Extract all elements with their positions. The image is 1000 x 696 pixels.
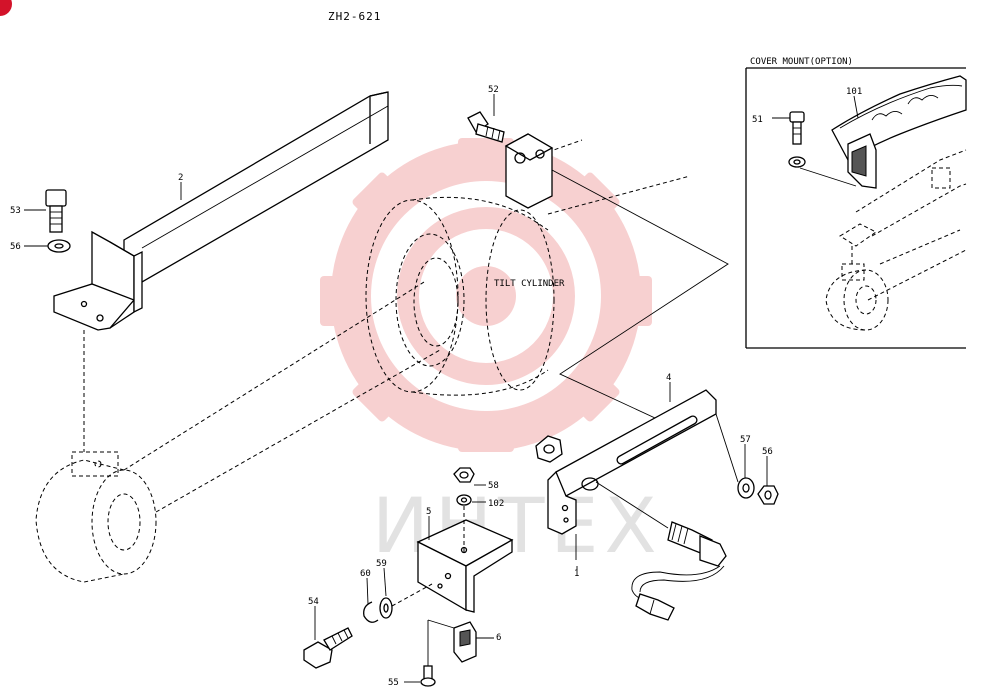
switch-bracket-part-5	[416, 519, 514, 613]
tilt-cylinder	[365, 139, 691, 396]
hex-nut-upper	[535, 435, 563, 463]
part-label: 52	[488, 85, 499, 95]
bolt-52	[45, 189, 67, 233]
washer-58	[379, 597, 393, 619]
part-label: 56	[762, 447, 773, 457]
part-label: 59	[376, 559, 387, 569]
watermark-gear-icon	[320, 138, 652, 452]
part-label: 54	[308, 597, 319, 607]
part-label: 55	[388, 678, 399, 688]
nut-57	[453, 467, 475, 483]
rod-bracket-part-2	[53, 91, 389, 331]
drawing-code: ZH2-621	[328, 10, 381, 23]
part-label: 4	[666, 373, 671, 383]
part-label: 51	[752, 115, 763, 125]
tilt-cylinder-label: TILT CYLINDER	[494, 279, 565, 289]
part-label: 1	[574, 569, 579, 579]
screw-54	[420, 665, 436, 687]
part-label: 58	[488, 481, 499, 491]
washer-56-right	[737, 477, 755, 499]
lock-washer-59	[363, 601, 379, 623]
part-label: 53	[10, 206, 21, 216]
part-label: 5	[426, 507, 431, 517]
part-label: 56	[10, 242, 21, 252]
clamp-block	[504, 133, 554, 209]
part-labels: 2 52 53 56 4 57 56 58 102 5 1 59 60 54 6…	[10, 85, 862, 688]
part-label: 57	[740, 435, 751, 445]
washer-56-left	[47, 239, 71, 253]
watermark-text: ИНТЕХ	[372, 481, 663, 570]
inset-cover-mount	[745, 67, 967, 349]
inset-title: COVER MOUNT(OPTION)	[750, 57, 853, 67]
nut-55	[757, 485, 779, 505]
part-label: 6	[496, 633, 501, 643]
part-label: 60	[360, 569, 371, 579]
washer-60	[456, 494, 472, 506]
proximity-switch-part-1	[595, 481, 727, 621]
part-label: 2	[178, 173, 183, 183]
part-label: 102	[488, 499, 504, 509]
clip-part-6	[427, 619, 477, 668]
bolt-51	[467, 111, 505, 143]
cylinder-end-eye	[35, 281, 441, 583]
part-label: 101	[846, 87, 862, 97]
bolt-53	[303, 627, 353, 669]
corner-mark-icon	[0, 0, 12, 16]
